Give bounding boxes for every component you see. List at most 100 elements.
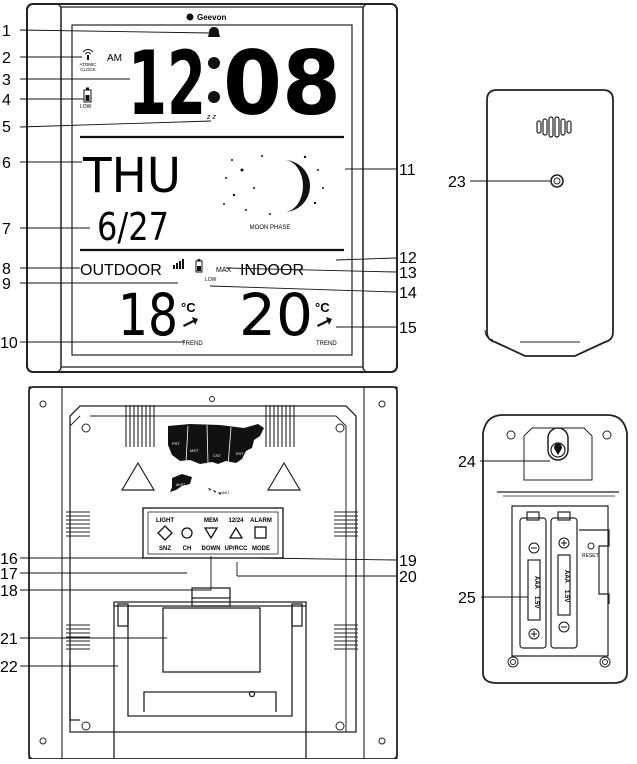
callout-1: 1 (2, 23, 11, 40)
date-text: 6/27 (97, 205, 169, 249)
outdoor-label: OUTDOOR (80, 262, 162, 279)
weekday: THU (82, 148, 181, 204)
battery-door[interactable] (162, 607, 261, 673)
outdoor-unit: °C (181, 300, 196, 315)
callout-19: 19 (399, 553, 417, 570)
battery-1-voltage: 1.5V (533, 596, 539, 608)
left-triangle-mark (120, 461, 156, 491)
button-up-rcc-label: UP/RCC (224, 546, 248, 552)
map-pst: PST (172, 441, 180, 446)
clock-colon-bottom (208, 91, 220, 103)
callout-14: 14 (399, 285, 417, 302)
circle-button-icon[interactable] (181, 527, 193, 539)
callout-9: 9 (2, 276, 11, 293)
map-mst: MST (190, 448, 199, 453)
atomic-clock-label-1: ATOMIC (79, 62, 97, 67)
front-inner-frame (60, 6, 364, 368)
callout-18: 18 (0, 583, 18, 600)
vent-slots (66, 405, 358, 650)
us-map-shape (168, 424, 264, 464)
callout-lines (19, 29, 550, 667)
sensor-back: AAA 1.5V AAA 1.5V RESET (482, 414, 628, 684)
am-indicator: AM (107, 53, 122, 64)
reset-button-icon[interactable] (587, 542, 595, 550)
back-view: PST MST CST EST AKST HAST LIGHT SNZ CH M… (28, 386, 398, 760)
button-mem-label: MEM (204, 518, 218, 524)
button-1224-label: 12/24 (228, 518, 244, 524)
snooze-icon: z z (206, 114, 216, 121)
square-button-icon[interactable] (254, 526, 267, 539)
callout-17: 17 (0, 566, 18, 583)
battery-compartment (511, 505, 610, 657)
sensor-back-body (482, 414, 628, 684)
indoor-trend-arrow-icon (317, 317, 332, 327)
indoor-max-label: MAX (216, 267, 232, 274)
outdoor-trend-arrow-icon (183, 317, 198, 327)
sensor-led-icon (550, 174, 564, 188)
indoor-unit: °C (315, 300, 330, 315)
outdoor-trend-label: TREND (182, 341, 203, 347)
clock-low-battery-icon (83, 87, 92, 103)
moon-phase-display: MOON PHASE (223, 155, 324, 231)
callout-8: 8 (2, 261, 11, 278)
right-triangle-mark (266, 461, 302, 491)
timezone-map: PST MST CST EST AKST HAST (168, 424, 264, 495)
indoor-label: INDOOR (240, 262, 304, 279)
alaska-shape (170, 474, 192, 492)
callout-24: 24 (458, 454, 476, 471)
callout-7: 7 (2, 221, 11, 238)
clock-colon-top (208, 57, 220, 69)
battery-1-type: AAA (533, 576, 539, 590)
brand-name: Geevon (197, 13, 226, 22)
map-hast: HAST (220, 491, 230, 495)
map-est: EST (236, 451, 244, 456)
atomic-clock-icon (82, 49, 94, 60)
battery-2-type: AAA (563, 570, 569, 584)
button-light-snz[interactable]: LIGHT SNZ (156, 518, 174, 552)
button-ch-label: CH (183, 546, 192, 552)
reset-label: RESET (582, 553, 599, 559)
button-mode-label: MODE (252, 546, 270, 552)
sensor-screw-icons (506, 430, 612, 668)
callout-16: 16 (0, 551, 18, 568)
callout-21: 21 (0, 631, 18, 648)
signal-strength-icon (173, 259, 184, 269)
button-ch[interactable]: CH (181, 527, 193, 552)
callout-3: 3 (2, 72, 11, 89)
callout-2: 2 (2, 50, 11, 67)
star-icons (223, 155, 324, 215)
map-cst: CST (213, 453, 222, 458)
indoor-trend-label: TREND (316, 341, 337, 347)
front-view: Geevon ATOMIC CLOCK AM LOW 12 08 z z THU… (26, 3, 398, 373)
sensor-front-body (486, 89, 614, 357)
callout-5: 5 (2, 119, 11, 136)
diamond-button-icon[interactable] (157, 525, 173, 541)
outdoor-low-battery-icon (195, 259, 203, 273)
back-screw-icons (39, 396, 386, 745)
crescent-moon-icon (284, 160, 310, 212)
battery-polarity-icons (528, 537, 570, 640)
callout-25: 25 (458, 590, 476, 607)
clock-hour: 12 (128, 32, 206, 135)
button-panel (142, 507, 284, 559)
down-triangle-button-icon[interactable] (203, 527, 219, 540)
indoor-temperature: 20 (239, 281, 313, 349)
callout-15: 15 (399, 320, 417, 337)
button-alarm-mode[interactable]: ALARM MODE (250, 518, 272, 552)
callout-11: 11 (399, 162, 416, 179)
callout-23: 23 (448, 174, 466, 191)
hawaii-shape (208, 488, 221, 495)
button-mem-down[interactable]: MEM DOWN (202, 518, 221, 552)
sensor-vent-icon (536, 116, 572, 138)
callout-6: 6 (2, 155, 11, 172)
outdoor-low-label: LOW (205, 277, 217, 283)
callout-20: 20 (399, 569, 417, 586)
button-alarm-label: ALARM (250, 518, 272, 524)
stand (69, 587, 307, 758)
atomic-clock-label-2: CLOCK (80, 67, 96, 72)
outdoor-temperature: 18 (118, 281, 178, 349)
button-down-label: DOWN (202, 546, 221, 552)
button-1224-up[interactable]: 12/24 UP/RCC (224, 518, 248, 552)
up-triangle-button-icon[interactable] (228, 526, 244, 539)
back-mount-holes (81, 423, 345, 731)
